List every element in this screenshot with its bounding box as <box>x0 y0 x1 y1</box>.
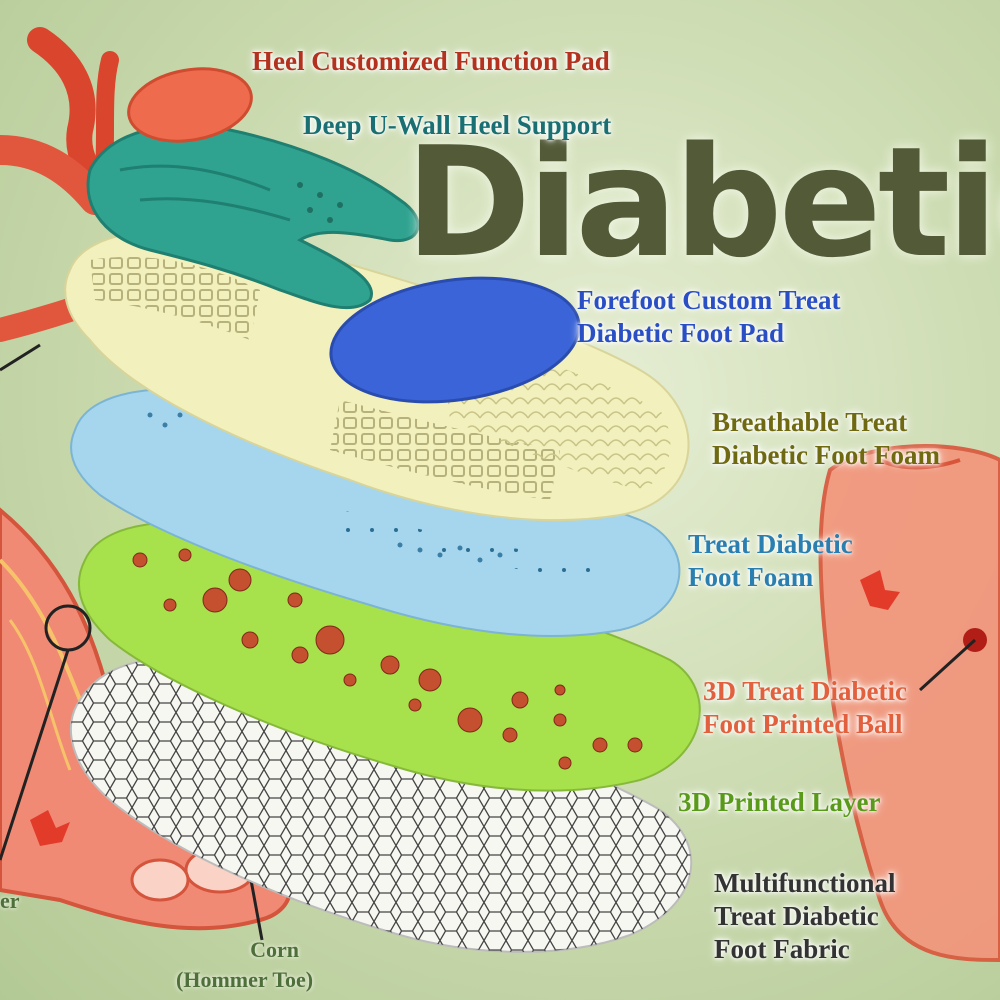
label-forefoot-line-2: Diabetic Foot Pad <box>577 318 784 348</box>
label-fabric-line-1: Multifunctional <box>714 868 896 898</box>
corn-label-line-2: (Hommer Toe) <box>176 967 314 992</box>
heel-support-layer <box>86 124 420 310</box>
corn-label: Corn (Hommer Toe) <box>176 935 313 995</box>
label-printed-layer: 3D Printed Layer <box>678 786 880 819</box>
label-forefoot-line-1: Forefoot Custom Treat <box>577 285 841 315</box>
label-treat-foam-line-2: Foot Foam <box>688 562 814 592</box>
label-heel-pad-text: Heel Customized Function Pad <box>252 46 610 76</box>
label-heel-support: Deep U-Wall Heel Support <box>303 109 611 142</box>
label-printed-ball-line-1: 3D Treat Diabetic <box>703 676 907 706</box>
wound-icon <box>30 810 70 846</box>
heel-pad <box>127 67 253 143</box>
label-treat-foam-line-1: Treat Diabetic <box>688 529 853 559</box>
label-breathable: Breathable Treat Diabetic Foot Foam <box>712 406 940 472</box>
label-printed-ball: 3D Treat Diabetic Foot Printed Ball <box>703 675 907 741</box>
label-forefoot: Forefoot Custom Treat Diabetic Foot Pad <box>577 284 840 350</box>
label-fabric-line-2: Treat Diabetic <box>714 901 879 931</box>
label-breathable-line-2: Diabetic Foot Foam <box>712 440 940 470</box>
headline-diabetic: Diabetic <box>405 114 1000 291</box>
label-printed-ball-line-2: Foot Printed Ball <box>703 709 903 739</box>
forefoot-pad <box>329 276 581 404</box>
label-printed-layer-text: 3D Printed Layer <box>678 787 881 817</box>
label-heel-pad: Heel Customized Function Pad <box>252 45 610 78</box>
corn-label-line-1: Corn <box>250 937 299 962</box>
partial-foot-label: er <box>0 888 20 913</box>
label-fabric: Multifunctional Treat Diabetic Foot Fabr… <box>714 867 896 966</box>
label-breathable-line-1: Breathable Treat <box>712 407 908 437</box>
label-treat-foam: Treat Diabetic Foot Foam <box>688 528 853 594</box>
printed-ball-layer <box>77 521 701 792</box>
label-heel-support-text: Deep U-Wall Heel Support <box>303 110 612 140</box>
foot-sole-icon <box>818 444 1000 963</box>
label-fabric-line-3: Foot Fabric <box>714 934 850 964</box>
